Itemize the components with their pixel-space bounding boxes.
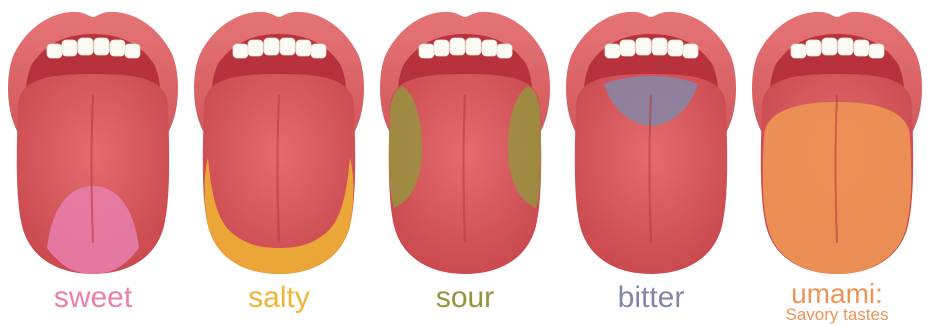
tooth-sour-2 bbox=[450, 38, 465, 55]
tongue-bitter-illustration bbox=[558, 0, 744, 326]
tooth-sour-3 bbox=[466, 38, 481, 55]
taste-label-sweet: sweet bbox=[0, 283, 186, 313]
tooth-salty-3 bbox=[280, 38, 295, 55]
tooth-bitter-3 bbox=[652, 38, 667, 55]
tooth-umami-3 bbox=[838, 38, 853, 55]
tongue-panel-bitter: bitter bbox=[558, 0, 744, 326]
tooth-bitter-0 bbox=[605, 44, 620, 58]
tongue-sweet-illustration bbox=[0, 0, 186, 326]
tooth-sweet-1 bbox=[62, 40, 77, 56]
tooth-sweet-2 bbox=[78, 38, 93, 55]
tooth-sour-4 bbox=[482, 40, 497, 56]
tooth-salty-2 bbox=[264, 38, 279, 55]
tooth-bitter-2 bbox=[636, 38, 651, 55]
taste-label-sour: sour bbox=[372, 283, 558, 313]
tooth-sour-0 bbox=[419, 44, 434, 58]
taste-label-umami: umami: bbox=[744, 280, 930, 308]
tooth-salty-4 bbox=[296, 40, 311, 56]
tooth-umami-4 bbox=[854, 40, 869, 56]
tooth-umami-0 bbox=[791, 44, 806, 58]
taste-label-bitter: bitter bbox=[558, 283, 744, 313]
tongue-salty-illustration bbox=[186, 0, 372, 326]
tooth-sweet-5 bbox=[125, 44, 140, 58]
taste-sublabel-umami: Savory tastes bbox=[744, 306, 930, 323]
tooth-umami-2 bbox=[822, 38, 837, 55]
tongue-panel-salty: salty bbox=[186, 0, 372, 326]
tooth-umami-1 bbox=[806, 40, 821, 56]
tooth-sweet-0 bbox=[47, 44, 62, 58]
taste-label-salty: salty bbox=[186, 283, 372, 313]
tongue-sour-illustration bbox=[372, 0, 558, 326]
tooth-umami-5 bbox=[869, 44, 884, 58]
tongue-panel-sweet: sweet bbox=[0, 0, 186, 326]
tooth-sour-5 bbox=[497, 44, 512, 58]
tooth-bitter-1 bbox=[620, 40, 635, 56]
tooth-sour-1 bbox=[434, 40, 449, 56]
tooth-salty-0 bbox=[233, 44, 248, 58]
tooth-bitter-5 bbox=[683, 44, 698, 58]
tooth-sweet-3 bbox=[94, 38, 109, 55]
tongue-panel-umami: umami: Savory tastes bbox=[744, 0, 930, 326]
tooth-sweet-4 bbox=[110, 40, 125, 56]
tooth-salty-1 bbox=[248, 40, 263, 56]
tongue-panel-sour: sour bbox=[372, 0, 558, 326]
tooth-bitter-4 bbox=[668, 40, 683, 56]
tooth-salty-5 bbox=[311, 44, 326, 58]
